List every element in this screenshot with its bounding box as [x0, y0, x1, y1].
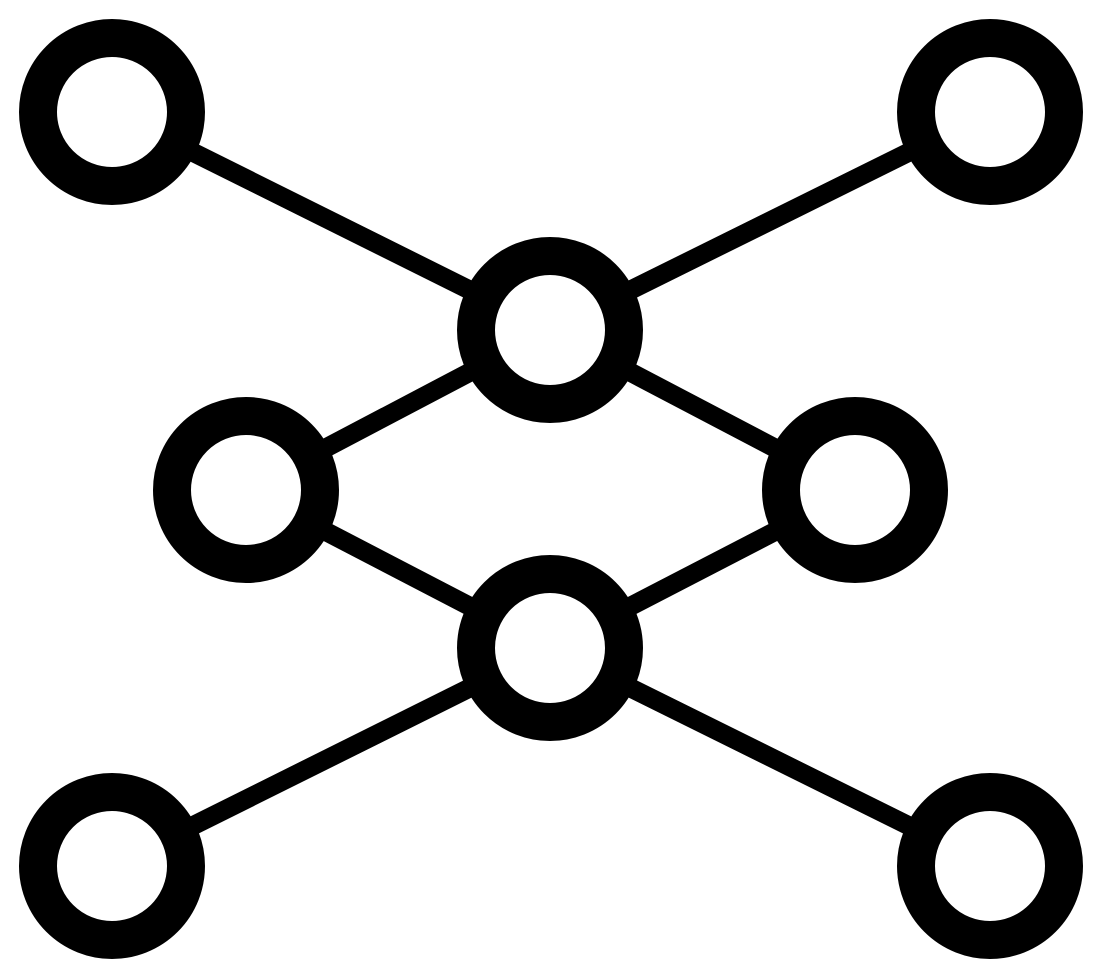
node-mid-left: [153, 397, 339, 583]
node-lower-center: [457, 555, 643, 741]
node-top-right: [897, 19, 1083, 205]
node-bottom-right: [897, 773, 1083, 959]
graph-nodes: [19, 19, 1083, 959]
node-mid-right: [762, 397, 948, 583]
node-top-left: [19, 19, 205, 205]
node-bottom-left: [19, 773, 205, 959]
node-upper-center: [457, 237, 643, 423]
